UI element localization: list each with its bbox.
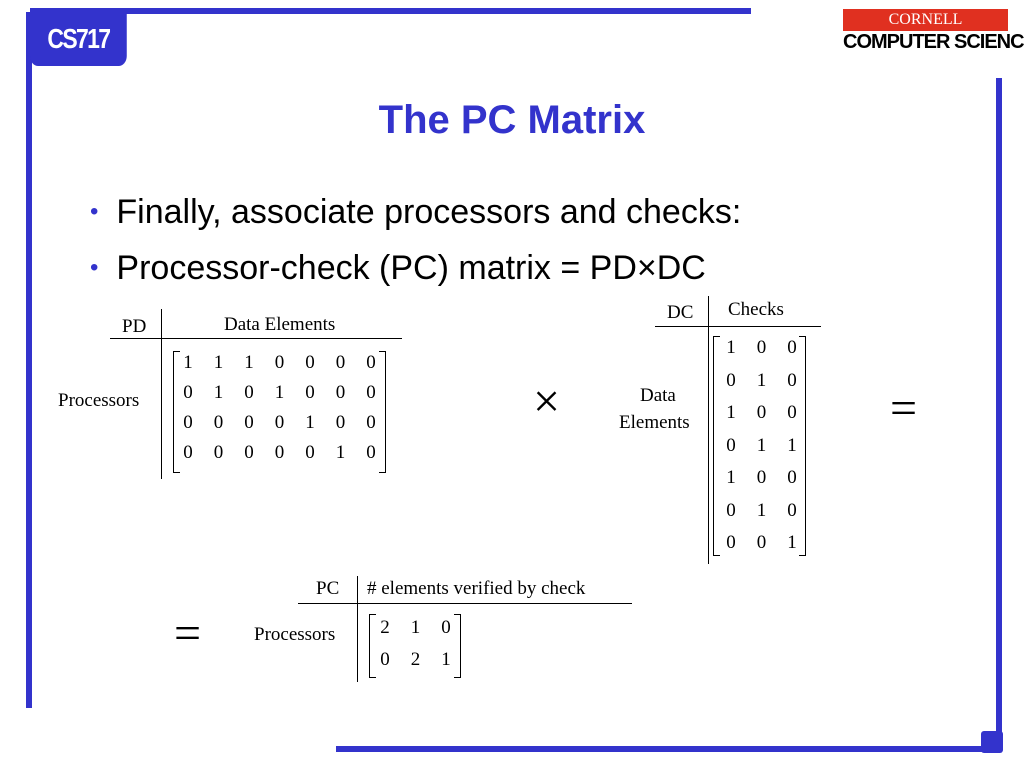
pc-row-rule xyxy=(357,576,358,682)
pc-cell: 1 xyxy=(410,617,421,638)
pc-row-header: Processors xyxy=(254,624,336,645)
course-badge: CS717 xyxy=(30,12,127,66)
pd-cell: 0 xyxy=(183,382,193,403)
pd-cell: 1 xyxy=(335,442,346,463)
dc-cell: 0 xyxy=(787,369,797,391)
pd-corner-label: PD xyxy=(122,316,147,337)
dc-cell: 0 xyxy=(756,337,767,358)
pd-cell: 0 xyxy=(244,412,254,433)
left-frame-bar xyxy=(26,12,32,708)
pd-left-bracket xyxy=(173,351,180,473)
pd-cell: 1 xyxy=(305,412,315,433)
cornell-cs-logo: CORNELL UNIVERSITY COMPUTER SCIENCE xyxy=(843,9,1024,53)
bullet-dot-icon: • xyxy=(90,198,99,225)
slide-title: The PC Matrix xyxy=(378,98,646,142)
bullet-item: • Finally, associate processors and check… xyxy=(90,192,741,236)
pc-cell: 2 xyxy=(380,617,390,638)
multiply-sign: × xyxy=(533,375,561,428)
bottom-frame-bar xyxy=(336,746,1002,752)
pd-cell: 0 xyxy=(366,412,376,433)
pd-cell: 0 xyxy=(305,442,315,463)
dc-cell: 0 xyxy=(756,467,767,488)
pc-corner-label: PC xyxy=(316,578,340,599)
pc-header-rule xyxy=(298,603,632,604)
pd-row-header: Processors xyxy=(58,390,140,411)
pd-right-bracket xyxy=(379,351,386,473)
pd-cell: 0 xyxy=(366,442,376,463)
bullet-text: Processor-check (PC) matrix = PD×DC xyxy=(116,249,706,287)
dc-cell: 1 xyxy=(756,369,767,391)
dc-corner-label: DC xyxy=(667,302,694,323)
pd-cell: 1 xyxy=(274,382,285,403)
logo-university-text: CORNELL UNIVERSITY xyxy=(843,9,1008,50)
pc-cell: 2 xyxy=(410,649,421,670)
pd-header-rule xyxy=(110,338,402,339)
dc-row-header-line2: Elements xyxy=(619,412,690,433)
pc-cell: 0 xyxy=(380,649,390,670)
pc-left-bracket xyxy=(369,614,376,678)
pd-cell: 1 xyxy=(213,352,224,373)
dc-cell: 1 xyxy=(726,467,736,488)
dc-cell: 1 xyxy=(756,434,767,456)
pc-cell: 0 xyxy=(441,617,451,638)
dc-cell: 1 xyxy=(726,337,736,358)
pd-cell: 0 xyxy=(183,412,193,433)
pd-cell: 0 xyxy=(335,382,346,403)
pd-cell: 0 xyxy=(274,352,285,373)
pd-cell: 0 xyxy=(183,442,193,463)
corner-square xyxy=(981,731,1003,753)
pd-column-header: Data Elements xyxy=(224,314,336,335)
dc-header-rule xyxy=(655,326,821,327)
dc-cell: 0 xyxy=(787,337,797,358)
bullet-item: • Processor-check (PC) matrix = PD×DC xyxy=(90,248,706,292)
dc-cell: 0 xyxy=(726,499,736,521)
pd-cell: 0 xyxy=(335,412,346,433)
pd-cell: 0 xyxy=(366,352,376,373)
bullet-text: Finally, associate processors and checks… xyxy=(116,193,742,231)
dc-cell: 1 xyxy=(787,434,797,456)
dc-left-bracket xyxy=(713,336,720,556)
dc-cell: 1 xyxy=(726,402,736,423)
pc-cell: 1 xyxy=(441,649,451,670)
pd-cell: 0 xyxy=(213,442,224,463)
pd-cell: 0 xyxy=(305,352,315,373)
dc-cell: 0 xyxy=(756,532,767,553)
pc-column-header: # elements verified by check xyxy=(367,578,586,599)
pd-cell: 1 xyxy=(183,352,193,373)
dc-cell: 0 xyxy=(726,369,736,391)
dc-cell: 1 xyxy=(756,499,767,521)
dc-cell: 0 xyxy=(787,402,797,423)
pc-right-bracket xyxy=(454,614,461,678)
equals-sign-right: = xyxy=(890,382,918,435)
equals-sign-left: = xyxy=(174,607,202,660)
dc-cell: 0 xyxy=(726,434,736,456)
pd-cell: 0 xyxy=(274,412,285,433)
pd-row-rule xyxy=(161,309,162,479)
dc-cell: 0 xyxy=(787,467,797,488)
pd-cell: 0 xyxy=(244,382,254,403)
dc-right-bracket xyxy=(799,336,806,556)
dc-cell: 1 xyxy=(787,532,797,553)
logo-department-text: COMPUTER SCIENCE xyxy=(843,31,1024,53)
pd-cell: 1 xyxy=(244,352,254,373)
dc-row-header-line1: Data xyxy=(640,385,676,406)
pd-cell: 0 xyxy=(366,382,376,403)
top-frame-bar xyxy=(30,8,751,14)
dc-cell: 0 xyxy=(726,532,736,553)
pd-cell: 0 xyxy=(213,412,224,433)
pd-cell: 0 xyxy=(305,382,315,403)
dc-cell: 0 xyxy=(756,402,767,423)
pd-cell: 0 xyxy=(274,442,285,463)
pd-cell: 0 xyxy=(244,442,254,463)
dc-cell: 0 xyxy=(787,499,797,521)
bullet-dot-icon: • xyxy=(90,254,99,281)
pd-cell: 1 xyxy=(213,382,224,403)
right-frame-bar xyxy=(996,78,1002,750)
dc-row-rule xyxy=(708,296,709,564)
pd-cell: 0 xyxy=(335,352,346,373)
dc-column-header: Checks xyxy=(728,299,784,320)
